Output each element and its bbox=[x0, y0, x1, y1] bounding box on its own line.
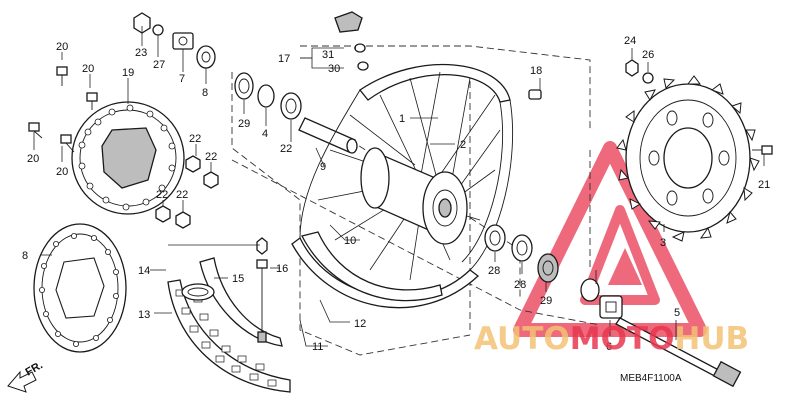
front-label: FR. bbox=[24, 359, 45, 378]
callout-22-a: 22 bbox=[189, 133, 201, 145]
callout-10: 10 bbox=[344, 235, 356, 247]
callout-20-a: 20 bbox=[56, 41, 68, 53]
callout-20-c: 20 bbox=[27, 153, 39, 165]
callout-9: 9 bbox=[320, 161, 326, 173]
callout-12: 12 bbox=[354, 318, 366, 330]
callout-4: 4 bbox=[262, 128, 268, 140]
callout-21: 21 bbox=[758, 179, 770, 191]
valve-assembly bbox=[334, 11, 369, 71]
callout-22-d: 22 bbox=[176, 189, 188, 201]
callout-22-c: 22 bbox=[156, 189, 168, 201]
sprocket-3 bbox=[616, 75, 760, 242]
bolts-20 bbox=[28, 66, 98, 153]
axle-5 bbox=[580, 278, 742, 388]
watermark-triangle-core bbox=[608, 248, 642, 285]
watermark-text-hub: HUB bbox=[674, 321, 749, 357]
callout-6: 6 bbox=[606, 341, 612, 353]
rim-band-12 bbox=[301, 231, 443, 302]
callout-14: 14 bbox=[138, 265, 150, 277]
callout-8-top: 8 bbox=[202, 87, 208, 99]
front-direction-indicator: FR. bbox=[7, 359, 45, 393]
callout-labels: 23 27 7 8 20 20 20 20 19 22 22 22 22 8 2… bbox=[22, 35, 770, 353]
callout-24: 24 bbox=[624, 35, 636, 47]
callout-25: 27 bbox=[153, 59, 165, 71]
brake-disc-19 bbox=[71, 101, 185, 215]
wheel-hub-2 bbox=[360, 147, 468, 245]
hub-components-left bbox=[234, 72, 358, 154]
callout-23: 23 bbox=[135, 47, 147, 59]
front-arrow-icon bbox=[7, 370, 37, 393]
leader-lines bbox=[33, 26, 765, 347]
callout-27: 22 bbox=[280, 143, 292, 155]
callout-1: 1 bbox=[399, 113, 405, 125]
callout-7: 7 bbox=[179, 73, 185, 85]
watermark-text-moto: MOTO bbox=[570, 321, 675, 357]
callout-18: 18 bbox=[530, 65, 542, 77]
callout-28-a: 28 bbox=[488, 265, 500, 277]
brake-disc-32 bbox=[33, 223, 127, 353]
sprocket-fasteners bbox=[625, 59, 773, 155]
rim-lock-16 bbox=[256, 237, 268, 343]
wheel-rim bbox=[291, 63, 513, 309]
callout-3: 3 bbox=[660, 237, 666, 249]
callout-32: 8 bbox=[22, 250, 28, 262]
hub-components-right bbox=[484, 224, 559, 283]
watermark-wordmark: AUTOMOTOHUB bbox=[474, 321, 749, 357]
callout-11: 11 bbox=[312, 341, 323, 353]
callout-22-b: 22 bbox=[205, 151, 217, 163]
callout-30: 30 bbox=[328, 63, 340, 75]
callout-15: 15 bbox=[232, 273, 244, 285]
top-small-parts bbox=[133, 12, 216, 69]
watermark-text-auto: AUTO bbox=[474, 321, 570, 357]
callout-29-left: 29 bbox=[238, 118, 250, 130]
valve-cap-18 bbox=[528, 89, 542, 100]
nuts-22 bbox=[155, 155, 219, 229]
callout-19: 19 bbox=[122, 67, 134, 79]
callout-29-right: 29 bbox=[540, 295, 552, 307]
diagram-code: MEB4F1100A bbox=[620, 373, 682, 384]
callout-13: 13 bbox=[138, 309, 150, 321]
callout-16: 16 bbox=[276, 263, 288, 275]
callout-20-b: 20 bbox=[82, 63, 94, 75]
svg-text:AUTOMOTOHUB: AUTOMOTOHUB bbox=[474, 321, 749, 357]
callout-2: 2 bbox=[460, 139, 466, 151]
tire-13 bbox=[167, 257, 291, 393]
callout-20-d: 20 bbox=[56, 166, 68, 178]
callout-26: 26 bbox=[642, 49, 654, 61]
callout-17: 17 bbox=[278, 53, 290, 65]
callout-28-b: 28 bbox=[514, 279, 526, 291]
callout-31: 31 bbox=[322, 49, 334, 61]
callout-5: 5 bbox=[674, 307, 680, 319]
